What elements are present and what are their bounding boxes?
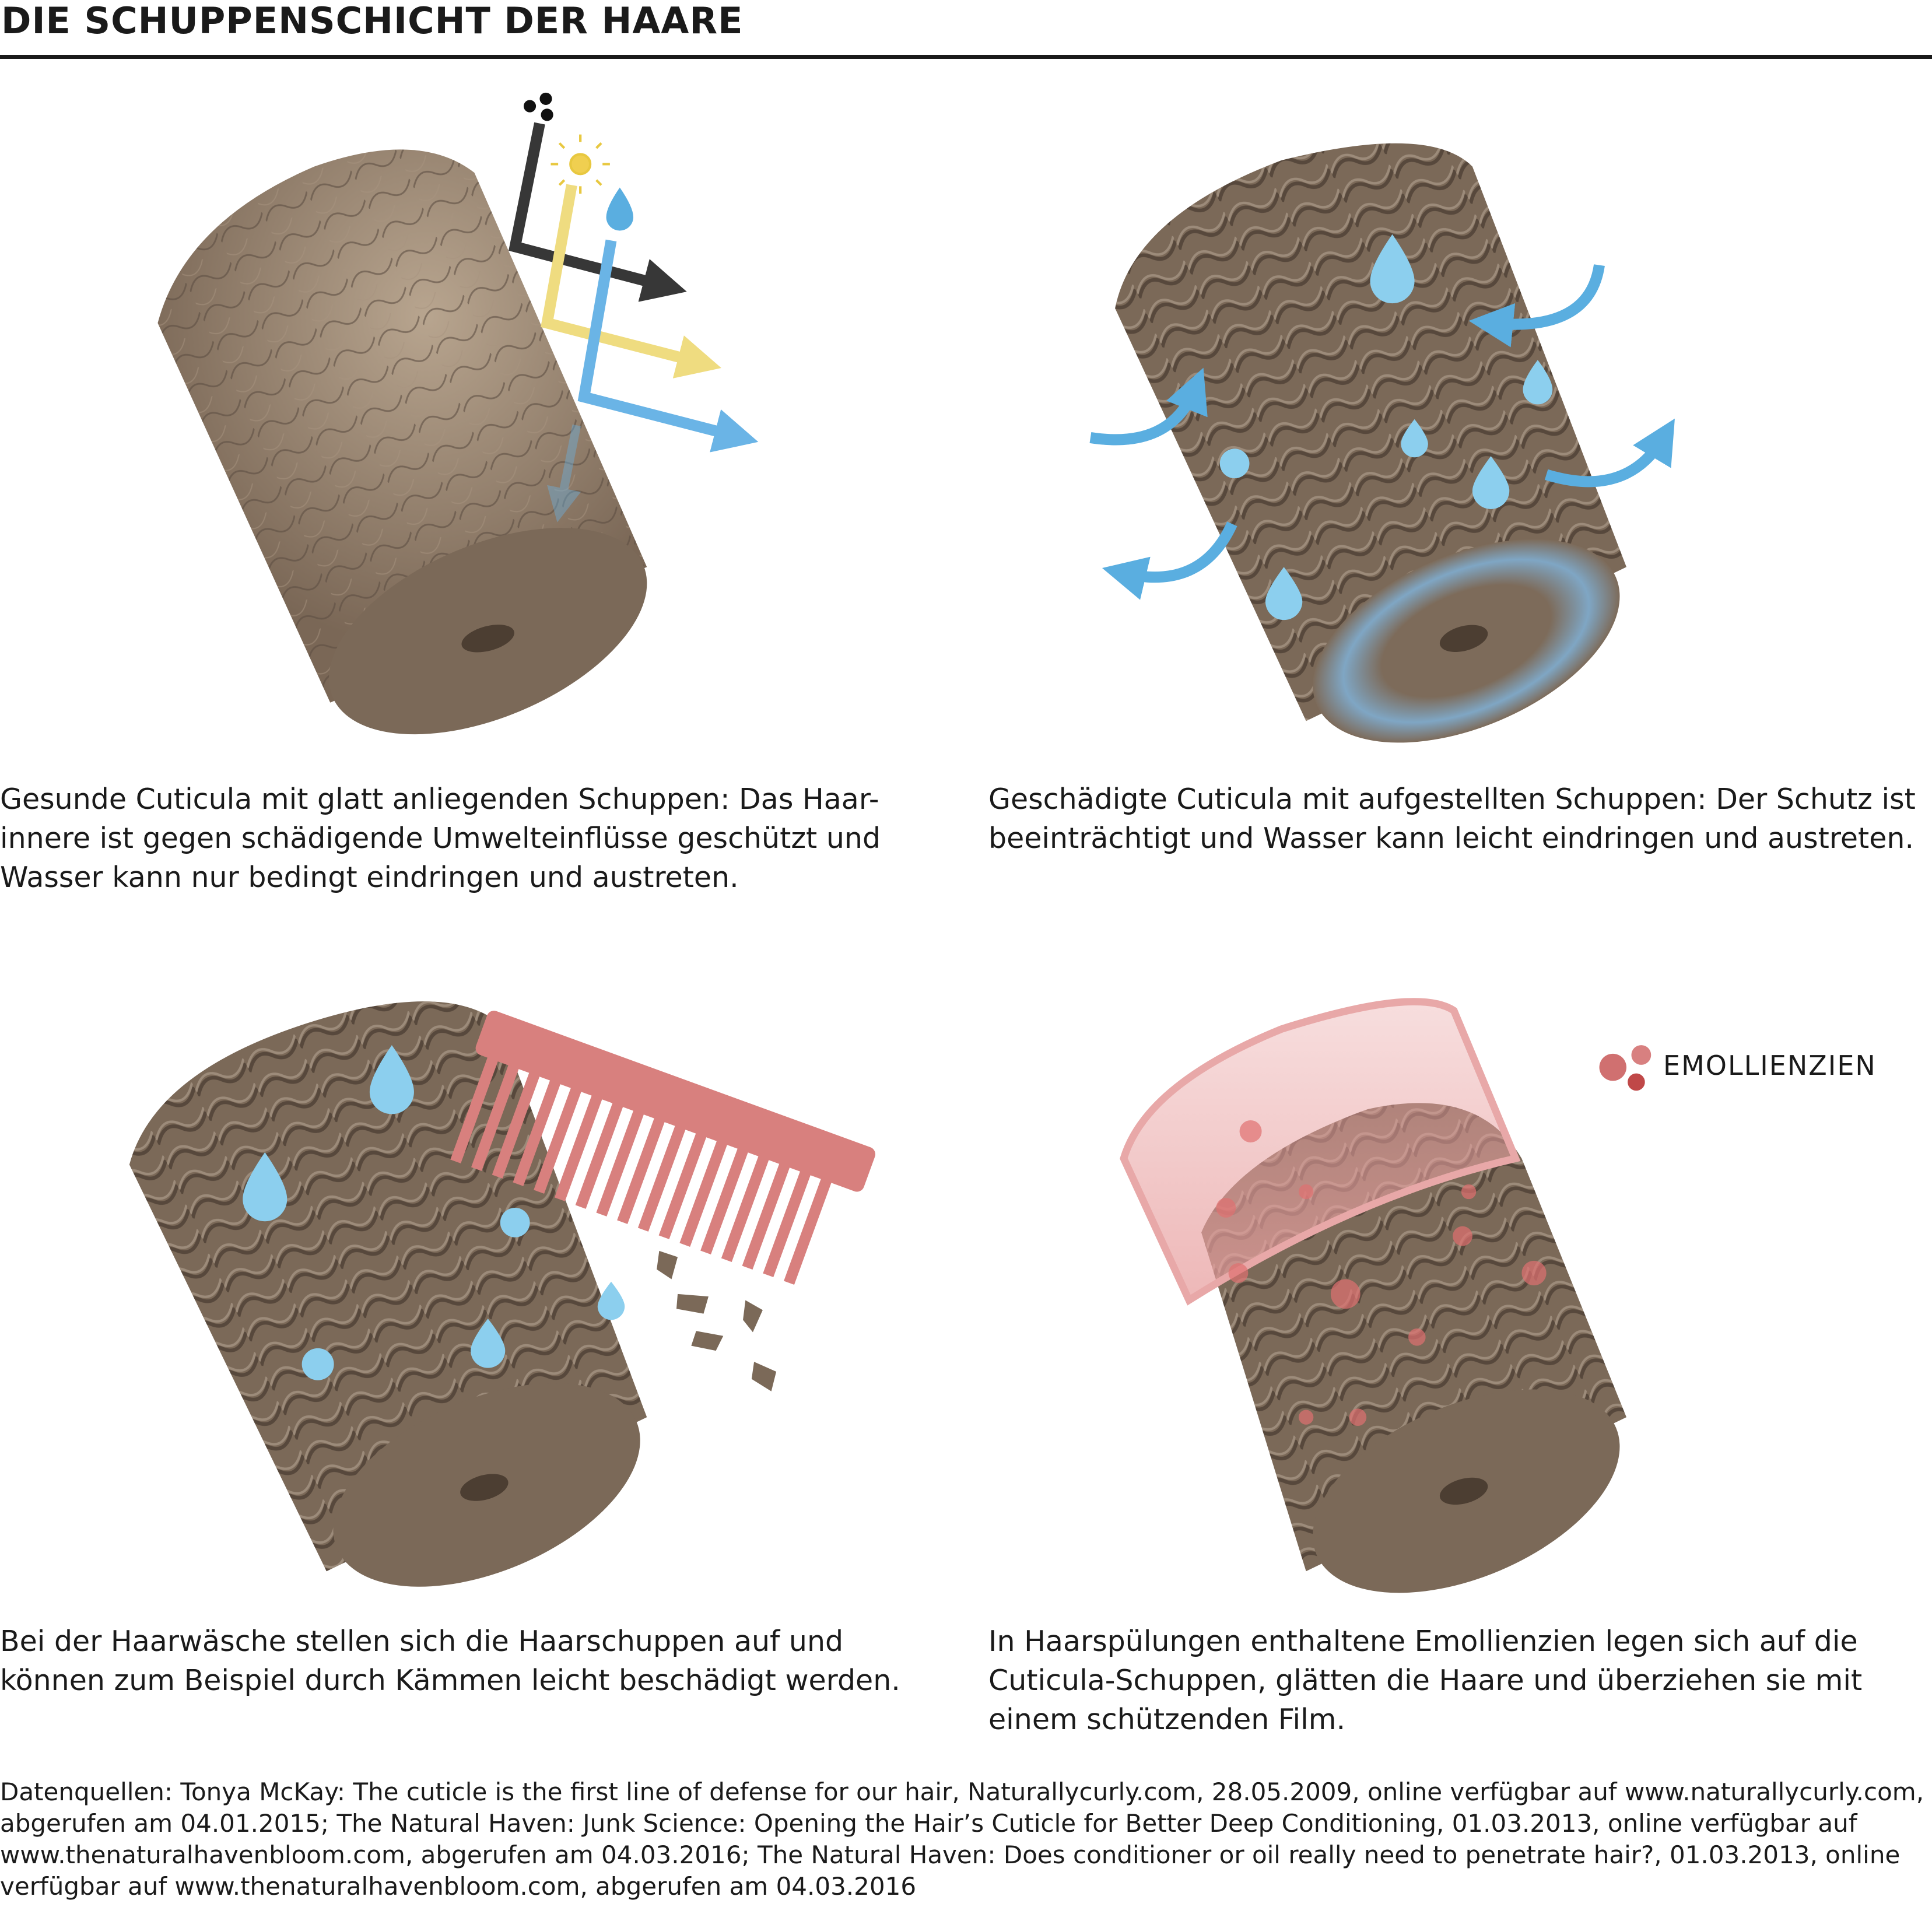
damaged-hair-cylinder [1089,143,1675,743]
caption-emollients: In Haarspülungen enthaltene Emollienzien… [988,1625,1863,1736]
conditioned-hair-cylinder [1120,998,1652,1593]
comb-icon [450,1011,876,1285]
water-drop-icon [606,187,634,231]
caption-damaged-cuticle: Geschädigte Cuticula mit aufgestellten S… [988,783,1916,855]
water-drops [1219,234,1553,621]
environment-arrows [509,92,759,523]
healthy-hair-cylinder [157,149,647,735]
page-title: DIE SCHUPPENSCHICHT DER HAARE [1,0,744,42]
emollient-legend-icon [1599,1045,1652,1091]
washed-hair-cylinder [129,1001,876,1587]
broken-scales [657,1250,777,1391]
legend-emollients-label: EMOLLIENZIEN [1663,1050,1877,1081]
water-flow-arrows [1089,264,1675,600]
particles-icon [523,92,553,121]
caption-hair-washing: Bei der Haarwäsche stellen sich die Haar… [0,1625,900,1697]
title-divider [0,55,1932,59]
emollient-dots [1216,1120,1547,1426]
caption-healthy-cuticle: Gesunde Cuticula mit glatt anliegenden S… [0,783,881,894]
protective-film [1120,998,1521,1306]
sun-icon [551,134,610,194]
water-drops [243,1045,625,1380]
sources-footnote: Datenquellen: Tonya McKay: The cuticle i… [0,1778,1924,1901]
hair-core-hole [461,625,514,653]
